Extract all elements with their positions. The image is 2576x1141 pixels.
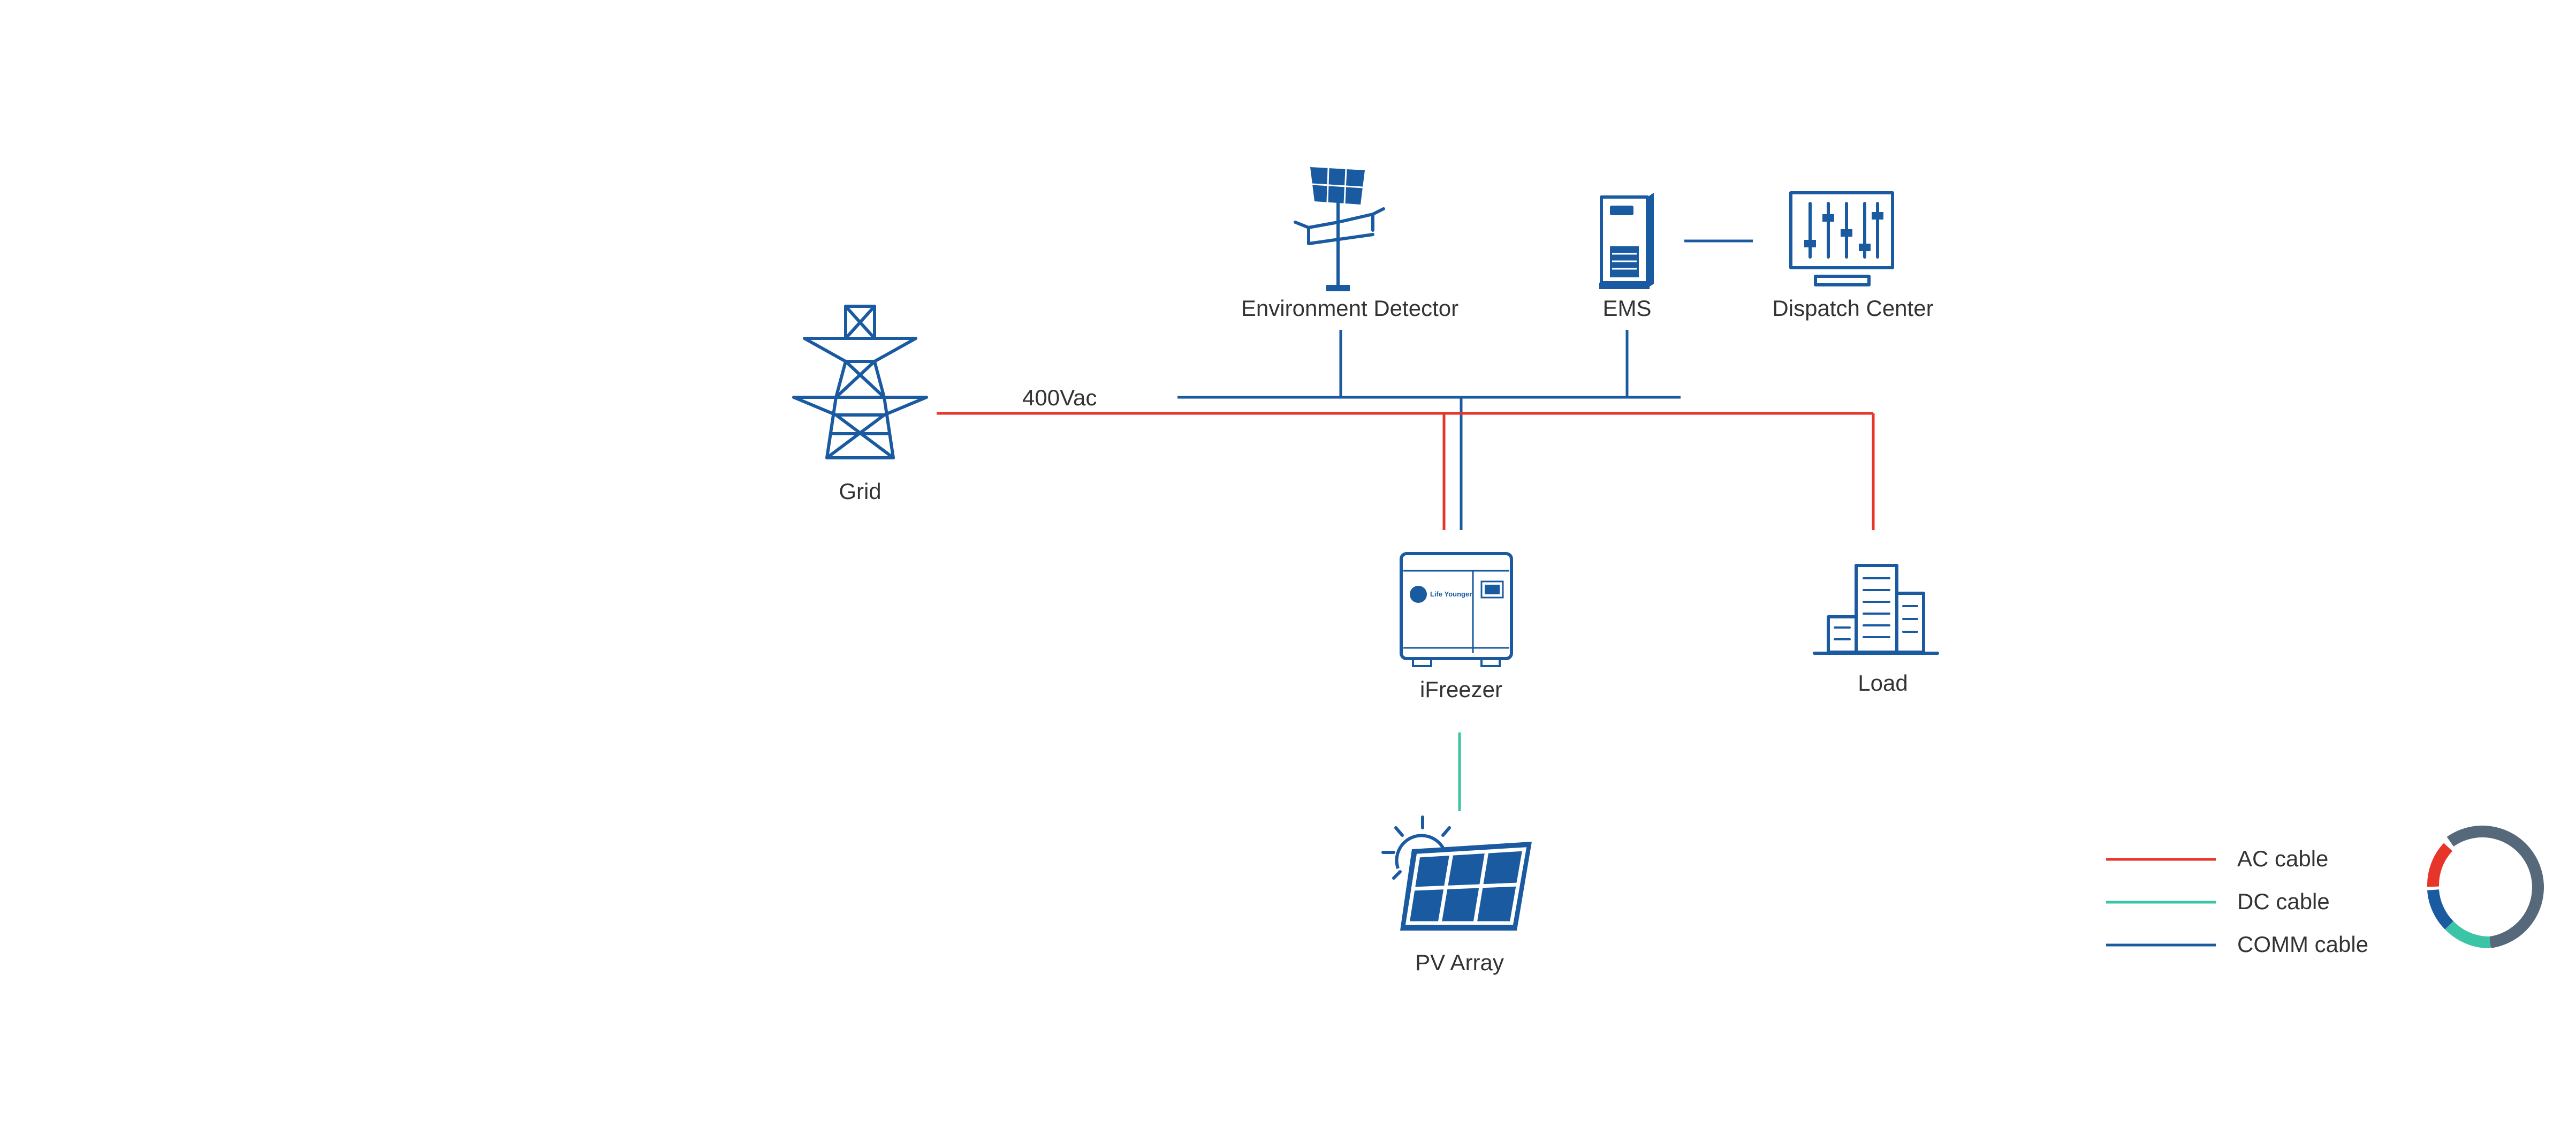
- dispatch-center-label: Dispatch Center: [1772, 296, 1933, 321]
- legend-label-dc: DC cable: [2237, 889, 2330, 914]
- dispatch-center-icon: [1789, 191, 1894, 286]
- load-label: Load: [1858, 670, 1908, 696]
- pv-array-label: PV Array: [1415, 950, 1504, 975]
- legend-item-ac: AC cable: [2106, 846, 2328, 871]
- brand-ring-logo: [2427, 825, 2544, 949]
- ac-voltage-label: 400Vac: [1022, 385, 1097, 410]
- load-buildings-icon: [1813, 564, 1939, 655]
- legend: AC cable DC cable COMM cable: [2106, 846, 2368, 957]
- ems-label: EMS: [1602, 296, 1651, 321]
- ems-cabinet-icon: [1599, 193, 1654, 289]
- ifreezer-unit-icon: Life Younger: [1400, 552, 1513, 667]
- legend-item-dc: DC cable: [2106, 889, 2330, 914]
- legend-label-ac: AC cable: [2237, 846, 2328, 871]
- legend-label-comm: COMM cable: [2237, 932, 2368, 957]
- ac-bus: [937, 412, 1875, 530]
- ifreezer-brand-text: Life Younger: [1430, 590, 1472, 598]
- legend-item-comm: COMM cable: [2106, 932, 2368, 957]
- pv-array-icon: [1381, 815, 1532, 931]
- grid-label: Grid: [839, 479, 881, 504]
- environment-detector-label: Environment Detector: [1241, 296, 1458, 321]
- grid-tower-icon: [792, 305, 928, 459]
- ifreezer-label: iFreezer: [1420, 677, 1502, 702]
- comm-bus: [1177, 239, 1753, 530]
- environment-detector-icon: [1294, 167, 1385, 291]
